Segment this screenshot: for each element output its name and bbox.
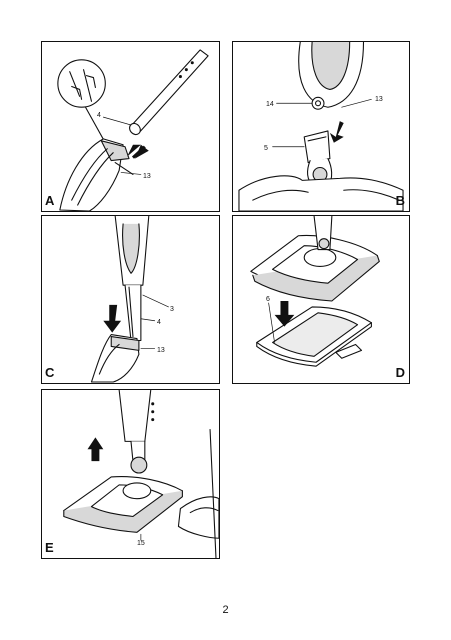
- callout-13: 13: [143, 173, 151, 180]
- callout-13: 13: [157, 347, 165, 354]
- panel-a: 4 13 A: [41, 41, 220, 212]
- callout-4: 4: [157, 319, 161, 326]
- arrow-down-icon: [329, 121, 344, 143]
- arrow-down-icon: [103, 304, 122, 333]
- panel-e-illustration: [63, 390, 219, 558]
- panel-label-b: B: [395, 193, 405, 208]
- panel-label-e: E: [45, 540, 54, 555]
- callout-15: 15: [137, 540, 145, 547]
- panel-label-d: D: [395, 365, 405, 380]
- panel-a-illustration: [57, 49, 209, 211]
- callout-14: 14: [266, 101, 274, 108]
- panel-label-c: C: [45, 365, 55, 380]
- panel-b: 14 13 5 B: [232, 41, 410, 212]
- panel-b-illustration: [238, 42, 404, 211]
- arrow-up-icon: [87, 437, 104, 462]
- panel-d-illustration: [250, 216, 380, 367]
- panel-c-illustration: [90, 216, 169, 383]
- callout-3: 3: [170, 306, 174, 313]
- panel-d: 6 D: [232, 215, 410, 384]
- arrow-down-icon: [274, 300, 295, 327]
- panel-label-a: A: [45, 193, 55, 208]
- panel-e: 15 E: [41, 389, 220, 559]
- callout-4: 4: [97, 112, 101, 119]
- callout-5: 5: [264, 145, 268, 152]
- callout-6: 6: [266, 296, 270, 303]
- page-number: 2: [222, 604, 229, 616]
- callout-13: 13: [375, 96, 383, 103]
- panel-c: 3 4 13 C: [41, 215, 220, 384]
